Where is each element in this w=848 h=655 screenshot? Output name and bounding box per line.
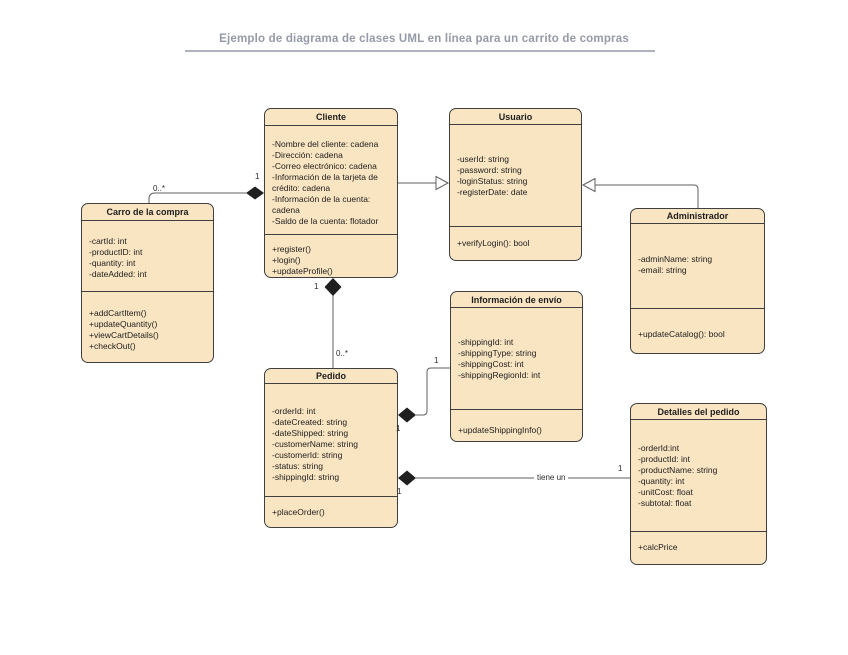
attribute: -adminName: string	[638, 254, 713, 264]
method: +updateProfile()	[272, 266, 333, 276]
class-usuario-methods: +verifyLogin(): bool	[450, 226, 581, 260]
class-carro-attributes: -cartId: int -productID: int -quantity: …	[82, 221, 213, 291]
multiplicity-label: 1	[314, 282, 319, 291]
composition-diamond-icon	[398, 407, 416, 423]
generalization-triangle-icon	[435, 175, 450, 191]
attribute: -Información de la tarjeta de crédito: c…	[272, 172, 378, 193]
attribute: -productId: int	[638, 454, 690, 464]
class-cliente-methods: +register() +login() +updateProfile()	[265, 234, 397, 277]
multiplicity-label: 1	[255, 172, 260, 181]
attribute: -shippingCost: int	[458, 359, 524, 369]
multiplicity-label: 0..*	[336, 349, 349, 358]
page-title: Ejemplo de diagrama de clases UML en lín…	[219, 33, 629, 45]
class-detalles-del-pedido: Detalles del pedido -orderId:int -produc…	[630, 403, 767, 565]
attribute: -dateAdded: int	[89, 269, 147, 279]
attribute: -shippingRegionId: int	[458, 370, 541, 380]
method: +updateShippingInfo()	[458, 425, 542, 435]
method: +viewCartDetails()	[89, 330, 159, 340]
method: +updateCatalog(): bool	[638, 329, 725, 339]
class-pedido-title: Pedido	[265, 369, 397, 384]
attribute: -quantity: int	[89, 258, 136, 268]
method: +register()	[272, 244, 311, 254]
method: +addCartItem()	[89, 308, 147, 318]
class-informacion-de-envio: Información de envío -shippingId: int -s…	[450, 291, 583, 442]
class-cliente-attributes: -Nombre del cliente: cadena -Dirección: …	[265, 126, 397, 234]
class-administrador-methods: +updateCatalog(): bool	[631, 308, 764, 353]
class-pedido-attributes: -orderId: int -dateCreated: string -date…	[265, 384, 397, 496]
multiplicity-label: 0..*	[153, 184, 166, 193]
class-envio-methods: +updateShippingInfo()	[451, 409, 582, 441]
method: +placeOrder()	[272, 507, 325, 517]
composition-diamond-icon	[398, 470, 416, 486]
multiplicity-label: 1	[396, 424, 401, 433]
class-carro-methods: +addCartItem() +updateQuantity() +viewCa…	[82, 291, 213, 362]
class-pedido-methods: +placeOrder()	[265, 496, 397, 527]
attribute: -dateCreated: string	[272, 417, 348, 427]
attribute: -Dirección: cadena	[272, 150, 343, 160]
composition-link-carro-cliente	[148, 192, 246, 203]
class-usuario-title: Usuario	[450, 109, 581, 125]
multiplicity-label: 1	[618, 464, 623, 473]
composition-diamond-icon	[246, 186, 264, 200]
attribute: -customerId: string	[272, 450, 343, 460]
attribute: -Saldo de la cuenta: flotador	[272, 216, 379, 226]
class-cliente-title: Cliente	[265, 109, 397, 126]
generalization-triangle-icon	[581, 177, 596, 193]
attribute: -shippingType: string	[458, 348, 537, 358]
class-carro-title: Carro de la compra	[82, 204, 213, 221]
class-administrador-title: Administrador	[631, 209, 764, 224]
attribute: -shippingId: int	[458, 337, 514, 347]
method: +updateQuantity()	[89, 319, 158, 329]
class-envio-attributes: -shippingId: int -shippingType: string -…	[451, 308, 582, 409]
generalization-link-administrador-usuario	[595, 184, 699, 208]
attribute: -registerDate: date	[457, 187, 528, 197]
attribute: -Correo electrónico: cadena	[272, 161, 377, 171]
attribute: -shippingId: string	[272, 472, 340, 482]
attribute: -unitCost: float	[638, 487, 693, 497]
relationship-label: tiene un	[534, 473, 569, 483]
attribute: -customerName: string	[272, 439, 358, 449]
title-underline	[185, 50, 655, 52]
method: +checkOut()	[89, 341, 136, 351]
attribute: -Información de la cuenta: cadena	[272, 194, 371, 215]
attribute: -productName: string	[638, 465, 718, 475]
class-carro-de-la-compra: Carro de la compra -cartId: int -product…	[81, 203, 214, 363]
class-detalles-title: Detalles del pedido	[631, 404, 766, 420]
attribute: -Nombre del cliente: cadena	[272, 139, 379, 149]
attribute: -email: string	[638, 265, 687, 275]
attribute: -subtotal: float	[638, 498, 692, 508]
multiplicity-label: 1	[397, 487, 402, 496]
attribute: -status: string	[272, 461, 324, 471]
composition-link-pedido-envio	[416, 367, 450, 416]
attribute: -orderId:int	[638, 443, 680, 453]
attribute: -productID: int	[89, 247, 143, 257]
method: +login()	[272, 255, 301, 265]
class-detalles-methods: +calcPrice	[631, 531, 766, 564]
class-detalles-attributes: -orderId:int -productId: int -productNam…	[631, 420, 766, 531]
method: +verifyLogin(): bool	[457, 238, 530, 248]
attribute: -userId: string	[457, 154, 509, 164]
attribute: -cartId: int	[89, 236, 127, 246]
attribute: -dateShipped: string	[272, 428, 349, 438]
method: +calcPrice	[638, 542, 678, 552]
attribute: -orderId: int	[272, 406, 316, 416]
class-usuario-attributes: -userId: string -password: string -login…	[450, 125, 581, 226]
composition-diamond-icon	[324, 278, 342, 296]
class-administrador-attributes: -adminName: string -email: string	[631, 224, 764, 308]
multiplicity-label: 1	[434, 356, 439, 365]
class-pedido: Pedido -orderId: int -dateCreated: strin…	[264, 368, 398, 528]
class-administrador: Administrador -adminName: string -email:…	[630, 208, 765, 354]
attribute: -quantity: int	[638, 476, 685, 486]
attribute: -loginStatus: string	[457, 176, 528, 186]
class-envio-title: Información de envío	[451, 292, 582, 308]
attribute: -password: string	[457, 165, 522, 175]
class-usuario: Usuario -userId: string -password: strin…	[449, 108, 582, 261]
class-cliente: Cliente -Nombre del cliente: cadena -Dir…	[264, 108, 398, 278]
